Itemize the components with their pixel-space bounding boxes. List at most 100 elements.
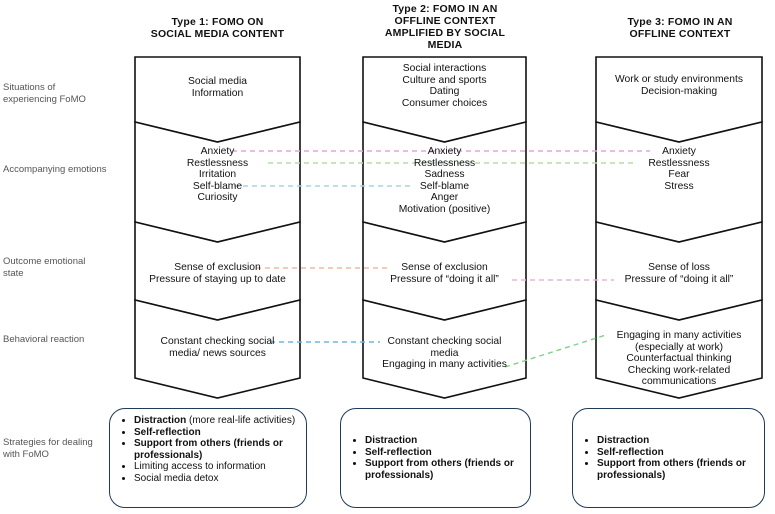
cell-line: media/ news sources xyxy=(169,347,266,359)
strategy-detail: Limiting access to information xyxy=(134,461,266,473)
cell-line: Fear xyxy=(668,169,690,181)
column-title-type3: Type 3: FOMO IN AN OFFLINE CONTEXT xyxy=(595,16,765,40)
col3-outcome: Sense of loss Pressure of “doing it all” xyxy=(596,262,762,285)
col2-box-behavior xyxy=(362,298,527,399)
strategy-bold: Support from others (friends or professi… xyxy=(597,458,746,481)
strategy-item: Distraction xyxy=(597,435,756,447)
cell-line: Self-blame xyxy=(419,180,470,192)
cell-line: Anxiety xyxy=(427,146,462,157)
cell-line: Anxiety xyxy=(662,146,696,157)
cell-line: Pressure of “doing it all” xyxy=(624,273,734,285)
row-label-line: Situations of xyxy=(3,82,56,93)
cell-line: Restlessness xyxy=(648,157,710,169)
cell-line: Anxiety xyxy=(200,146,235,157)
col1-outcome: Sense of exclusion Pressure of staying u… xyxy=(135,262,300,285)
row-label-line: Accompanying emotions xyxy=(3,164,107,175)
row-label-emotions: Accompanying emotions xyxy=(3,164,123,176)
strategy-list: Distraction Self-reflection Support from… xyxy=(351,435,522,481)
cell-line: Stress xyxy=(664,180,694,192)
strategy-item: Self-reflection xyxy=(597,447,756,459)
cell-line: Engaging in many activities xyxy=(616,330,742,341)
strategy-bold: Support from others (friends or professi… xyxy=(365,458,514,481)
cell-line: Sense of exclusion xyxy=(401,262,488,273)
strategy-detail: (more real-life activities) xyxy=(189,415,296,426)
cell-line: Social interactions xyxy=(402,63,487,74)
col2-behavior: Constant checking social media Engaging … xyxy=(363,336,526,371)
strategy-item: Social media detox xyxy=(134,473,298,485)
strategy-item: Support from others (friends or professi… xyxy=(597,458,756,481)
cell-line: (especially at work) xyxy=(634,341,724,353)
col1-emotions: Anxiety Restlessness Irritation Self-bla… xyxy=(135,146,300,204)
strategy-item: Distraction (more real-life activities) xyxy=(134,415,298,427)
cell-line: Self-blame xyxy=(192,180,243,192)
strategy-bold: Self-reflection xyxy=(365,446,432,458)
row-label-strategies: Strategies for dealing with FoMO xyxy=(3,437,123,461)
column-title-line: MEDIA xyxy=(427,39,463,51)
cell-line: Sadness xyxy=(424,169,465,181)
cell-line: Restlessness xyxy=(186,157,249,169)
strategy-item: Distraction xyxy=(365,435,522,447)
cell-line: Pressure of staying up to date xyxy=(149,273,286,285)
strategy-bold: Distraction xyxy=(134,415,187,426)
row-label-line: state xyxy=(3,268,24,279)
strategy-item: Support from others (friends or professi… xyxy=(134,438,298,461)
column-title-line: AMPLIFIED BY SOCIAL xyxy=(384,27,506,39)
cell-line: Sense of loss xyxy=(648,262,710,273)
row-label-line: with FoMO xyxy=(3,449,49,460)
strategy-list: Distraction Self-reflection Support from… xyxy=(583,435,756,481)
col1-strategies: Distraction (more real-life activities) … xyxy=(109,408,307,508)
cell-line: Work or study environments xyxy=(615,74,743,85)
strategy-bold: Self-reflection xyxy=(597,446,664,458)
cell-line: Restlessness xyxy=(413,157,476,169)
col1-behavior: Constant checking social media/ news sou… xyxy=(135,336,300,359)
col2-chevrons xyxy=(362,56,527,399)
cell-line: media xyxy=(430,347,459,359)
column-title-type2: Type 2: FOMO IN AN OFFLINE CONTEXT AMPLI… xyxy=(360,3,530,51)
col1-box-behavior xyxy=(134,298,301,399)
col3-emotions: Anxiety Restlessness Fear Stress xyxy=(596,146,762,192)
strategy-item: Self-reflection xyxy=(134,427,298,439)
column-title-line: Type 3: FOMO IN AN xyxy=(627,16,733,28)
row-label-line: Behavioral reaction xyxy=(3,334,85,345)
row-label-line: Outcome emotional xyxy=(3,256,86,267)
strategy-list: Distraction (more real-life activities) … xyxy=(120,415,298,485)
col2-situations: Social interactions Culture and sports D… xyxy=(363,63,526,109)
cell-line: Engaging in many activities xyxy=(382,359,507,371)
cell-line: Anger xyxy=(430,192,459,204)
connectors xyxy=(232,150,650,368)
cell-line: Constant checking social xyxy=(160,336,275,347)
col1-situations: Social media Information xyxy=(135,76,300,99)
cell-line: Pressure of “doing it all” xyxy=(390,273,499,285)
strategy-bold: Self-reflection xyxy=(134,426,201,438)
cell-line: communications xyxy=(641,376,717,388)
column-title-line: Type 1: FOMO ON xyxy=(171,16,264,28)
cell-line: Dating xyxy=(429,86,460,98)
cell-line: Motivation (positive) xyxy=(398,203,491,215)
col3-situations: Work or study environments Decision-maki… xyxy=(596,74,762,97)
cell-line: Decision-making xyxy=(640,85,718,97)
row-label-line: experiencing FoMO xyxy=(3,94,86,105)
strategy-detail: Social media detox xyxy=(134,472,219,484)
strategy-item: Self-reflection xyxy=(365,447,522,459)
column-title-line: SOCIAL MEDIA CONTENT xyxy=(150,28,285,40)
col2-emotions: Anxiety Restlessness Sadness Self-blame … xyxy=(363,146,526,216)
strategy-bold: Distraction xyxy=(365,435,418,446)
col3-chevrons xyxy=(595,56,763,399)
col2-outcome: Sense of exclusion Pressure of “doing it… xyxy=(363,262,526,285)
row-label-outcome: Outcome emotional state xyxy=(3,256,123,280)
column-title-line: OFFLINE CONTEXT xyxy=(629,28,731,40)
cell-line: Constant checking social xyxy=(387,336,502,347)
column-title-line: OFFLINE CONTEXT xyxy=(394,15,496,27)
cell-line: Information xyxy=(191,87,244,99)
cell-line: Curiosity xyxy=(197,192,238,204)
row-label-situations: Situations of experiencing FoMO xyxy=(3,82,123,106)
strategy-item: Support from others (friends or professi… xyxy=(365,458,522,481)
strategy-bold: Distraction xyxy=(597,435,650,446)
col3-behavior: Engaging in many activities (especially … xyxy=(596,330,762,388)
col3-box-behavior xyxy=(595,298,763,399)
cell-line: Social media xyxy=(188,76,247,87)
strategy-bold: Support from others (friends or professi… xyxy=(134,438,283,461)
row-label-behavior: Behavioral reaction xyxy=(3,334,123,346)
